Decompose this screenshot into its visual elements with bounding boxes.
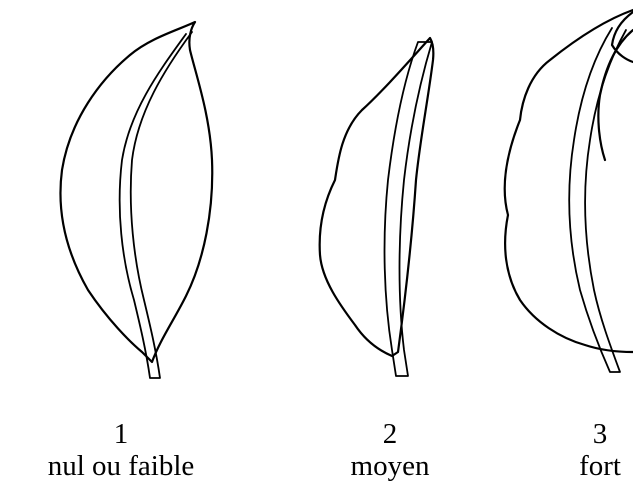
leaf-medium-curl-icon: [320, 38, 434, 376]
leaf-strong-curl-icon: [505, 10, 633, 372]
leaf-1-midrib: [120, 32, 192, 378]
class-1-number: 1: [0, 418, 242, 450]
class-3-label: fort: [560, 450, 633, 482]
class-1-label: nul ou faible: [0, 450, 242, 482]
leaf-curl-figure: [0, 0, 633, 400]
caption-class-1: 1 nul ou faible: [0, 418, 242, 482]
leaf-2-outline: [320, 38, 434, 356]
leaf-flat-icon: [60, 22, 212, 378]
leaf-2-midrib: [385, 42, 432, 376]
class-3-number: 3: [560, 418, 633, 450]
class-2-number: 2: [322, 418, 458, 450]
caption-class-2: 2 moyen: [322, 418, 458, 482]
caption-class-3: 3 fort: [560, 418, 633, 482]
class-2-label: moyen: [322, 450, 458, 482]
leaf-3-midrib: [569, 28, 626, 372]
